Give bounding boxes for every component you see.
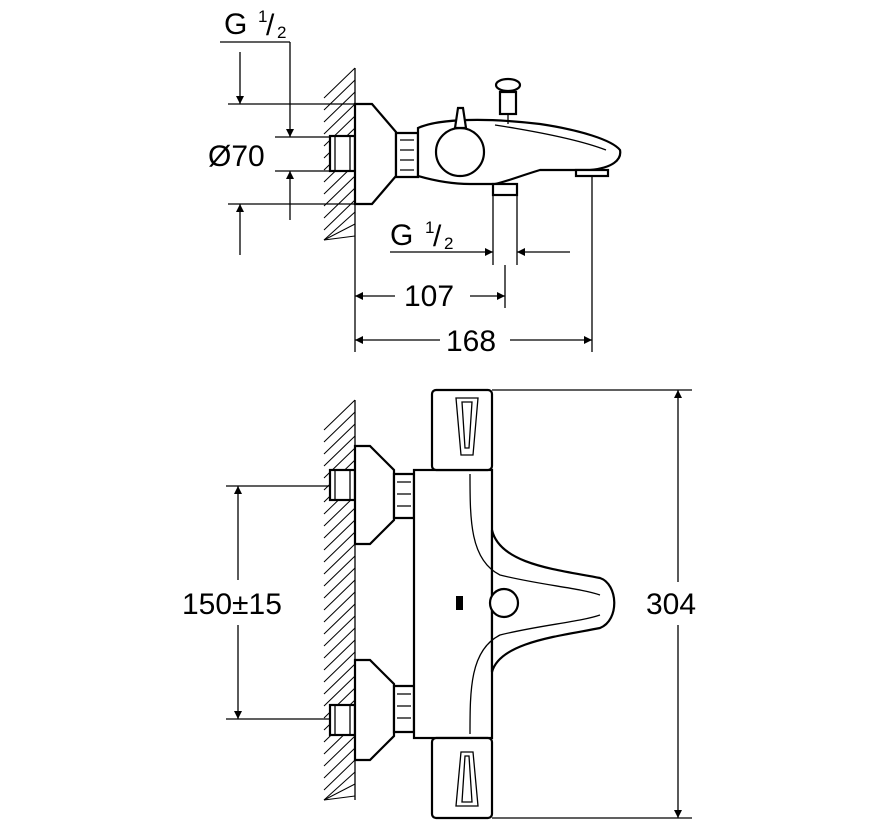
hex-nut-upper: [392, 472, 416, 520]
wall-hatch-bottom: [323, 399, 356, 801]
inlet-fitting-side: [328, 134, 357, 173]
escutcheon-upper: [353, 444, 396, 546]
spout-outlet: [574, 168, 610, 178]
diverter-button-front: [488, 587, 520, 619]
diverter-button: [498, 90, 518, 116]
total-height-label: 304: [646, 588, 696, 621]
thread-top-den: 2: [277, 23, 286, 42]
handle-knob-side: [434, 126, 486, 178]
escutcheon-lower: [353, 658, 396, 762]
thread-top-slash: /: [266, 9, 275, 42]
inlet-fitting-upper: [328, 468, 357, 502]
inlet-fitting-lower: [328, 703, 357, 737]
total-depth-label: 168: [446, 325, 496, 358]
thread-top-prefix: G: [224, 8, 247, 41]
diameter-label: Ø70: [208, 140, 265, 173]
thread-spout-slash: /: [433, 220, 442, 253]
side-view: G 1 / 2 Ø70 G 1 / 2 107 168: [208, 7, 622, 358]
indicator-mark: [456, 596, 463, 610]
spout-front: [490, 529, 616, 673]
inlet-spacing-label: 150±15: [182, 588, 282, 621]
thread-spout-prefix: G: [390, 219, 413, 252]
shower-outlet: [491, 182, 519, 197]
thread-spout-num: 1: [425, 218, 434, 237]
thread-spout-den: 2: [444, 234, 453, 253]
hex-nut-lower: [392, 684, 416, 734]
spout-depth-label: 107: [404, 280, 454, 313]
thread-top-num: 1: [258, 7, 267, 26]
front-view: 150±15 304: [182, 388, 696, 820]
escutcheon-side: [353, 102, 398, 206]
mixer-body-front: [412, 468, 494, 740]
top-lever-side: [453, 106, 468, 130]
